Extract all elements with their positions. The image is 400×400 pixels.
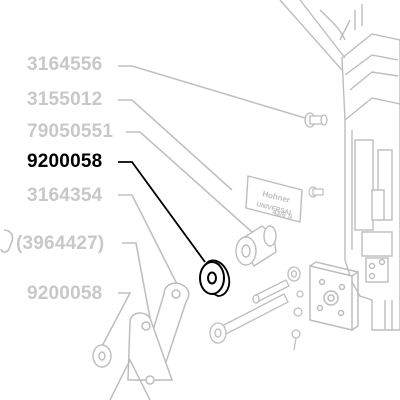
callout-79050551[interactable]: 79050551	[27, 121, 114, 142]
machine-housing	[279, 0, 400, 331]
shaft-pin	[252, 279, 290, 304]
leader-lines	[99, 65, 306, 351]
leader-line-9200058-lower	[99, 292, 132, 351]
leader-line-9200058-highlighted	[118, 161, 206, 263]
lever-arm	[109, 282, 190, 400]
leader-line-3964427	[122, 242, 151, 319]
lower-washer	[92, 344, 112, 368]
nameplate: Hohner UNIVERSAL 43/6 S	[245, 175, 303, 223]
callout-9200058-highlighted[interactable]: 9200058	[27, 151, 103, 172]
plate-screw	[308, 186, 324, 198]
nameplate-size: 43/6 S	[272, 209, 294, 221]
leader-line-79050551	[126, 131, 253, 233]
wrench-icon	[0, 229, 14, 253]
plate-screws	[291, 290, 304, 351]
mounting-plate	[309, 261, 359, 331]
leader-line-3164556	[118, 65, 306, 119]
callout-3164556[interactable]: 3164556	[27, 54, 103, 75]
callout-3164354[interactable]: 3164354	[27, 185, 103, 206]
callout-9200058[interactable]: 9200058	[27, 283, 103, 304]
callout-3155012[interactable]: 3155012	[27, 89, 103, 110]
highlighted-washer	[199, 259, 231, 297]
small-nut	[287, 266, 301, 282]
leader-line-3155012	[118, 99, 233, 191]
screw-part	[304, 112, 328, 128]
callout-3964427[interactable]: (3964427)	[16, 233, 105, 254]
leader-line-3164354	[118, 194, 181, 291]
long-bolt	[209, 293, 289, 344]
bushing-part	[235, 225, 277, 267]
